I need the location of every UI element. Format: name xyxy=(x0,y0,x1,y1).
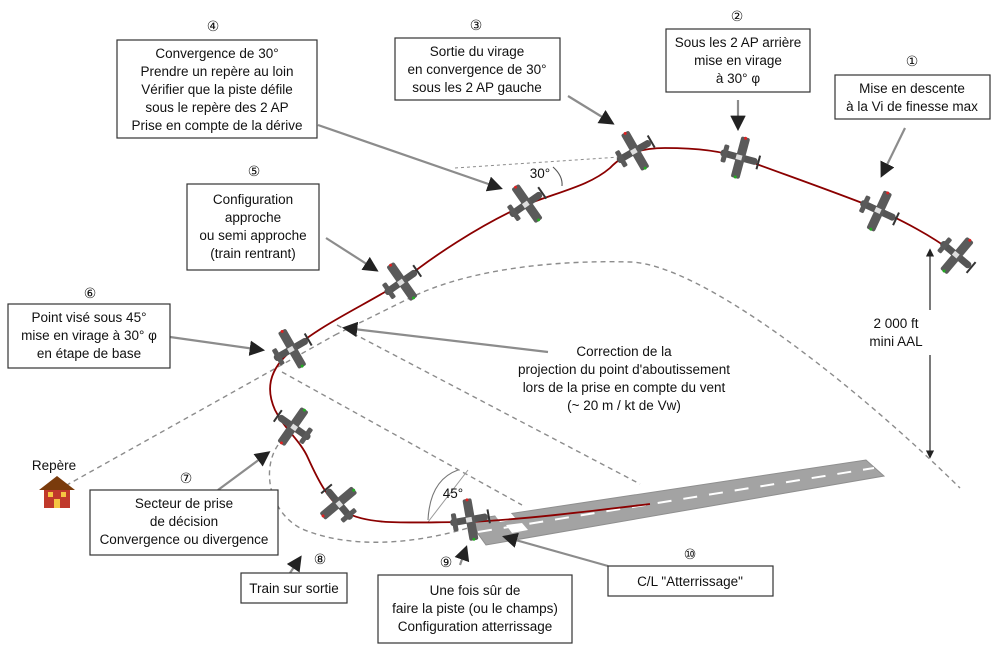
callout-box-3 xyxy=(394,37,561,101)
aircraft-2 xyxy=(851,182,907,239)
callout-4-line-1: Convergence de 30° xyxy=(155,46,278,61)
landmark-label: Repère xyxy=(32,458,76,473)
callout-2-line-1: Sous les 2 AP arrière xyxy=(675,35,802,50)
callout-7-line-3: Convergence ou divergence xyxy=(100,532,269,547)
aircraft-9 xyxy=(309,474,369,533)
callout-5-line-4: (train rentrant) xyxy=(210,246,296,261)
correction-line-1: Correction de la xyxy=(576,344,672,359)
callout-box-1 xyxy=(834,74,991,120)
callout-box-10 xyxy=(607,565,774,597)
callout-box-5 xyxy=(186,183,320,271)
decision-sector-boundary xyxy=(268,444,469,543)
altitude-line-2: mini AAL xyxy=(869,334,923,349)
step-number-3: ③ xyxy=(470,18,483,34)
angle-30-arc xyxy=(552,166,563,187)
callout-2-line-2: mise en virage xyxy=(694,53,782,68)
angle-45-ray xyxy=(427,469,469,523)
step-number-8: ⑧ xyxy=(314,552,327,568)
aircraft-4 xyxy=(606,122,663,180)
callout-3-line-2: en convergence de 30° xyxy=(407,62,546,77)
callout-5-line-2: approche xyxy=(225,210,281,225)
callout-4-line-2: Prendre un repère au loin xyxy=(140,64,293,79)
correction-line-2: projection du point d'aboutissement xyxy=(518,362,730,377)
callout-box-6 xyxy=(7,303,171,369)
callout-5-line-1: Configuration xyxy=(213,192,293,207)
step-number-7: ⑦ xyxy=(180,471,193,487)
reference-line-to-landmark xyxy=(57,334,336,491)
step-number-6: ⑥ xyxy=(84,286,97,302)
callout-10-line-1: C/L "Atterrissage" xyxy=(637,574,743,589)
guide-lines xyxy=(57,156,961,543)
callout-9-line-1: Une fois sûr de xyxy=(430,583,521,598)
downwind-extension-line xyxy=(336,324,641,485)
step-number-10: ⑩ xyxy=(684,547,697,563)
step-number-1: ① xyxy=(906,54,919,70)
callout-box-9 xyxy=(377,574,573,644)
angle-45-arc xyxy=(427,469,459,521)
wind-corrected-pattern xyxy=(334,261,961,489)
callout-1-line-1: Mise en descente xyxy=(859,81,965,96)
callout-3-line-3: sous les 2 AP gauche xyxy=(412,80,542,95)
callout-4-line-4: sous le repère des 2 AP xyxy=(145,100,288,115)
callout-4-line-3: Vérifier que la piste défile xyxy=(141,82,293,97)
step-number-5: ⑤ xyxy=(248,164,261,180)
callout-3-line-1: Sortie du virage xyxy=(430,44,525,59)
callout-5-line-3: ou semi approche xyxy=(199,228,306,243)
threshold-marking-bottom xyxy=(506,523,528,533)
leader-arrows xyxy=(169,95,906,574)
step-number-9: ⑨ xyxy=(440,555,453,571)
callout-6-line-1: Point visé sous 45° xyxy=(32,310,147,325)
callout-4-line-5: Prise en compte de la dérive xyxy=(131,118,302,133)
landmark-house-icon xyxy=(39,476,75,508)
aircraft-5 xyxy=(497,174,556,233)
callout-7-line-1: Secteur de prise xyxy=(135,496,233,511)
aircraft-3 xyxy=(715,131,765,184)
callout-box-4 xyxy=(116,39,318,139)
step-number-2: ② xyxy=(731,9,744,25)
callout-6-line-3: en étape de base xyxy=(37,346,141,361)
callout-6-line-2: mise en virage à 30° φ xyxy=(21,328,157,343)
callout-9-line-2: faire la piste (ou le champs) xyxy=(392,601,558,616)
callout-1-line-2: à la Vi de finesse max xyxy=(846,99,978,114)
aircraft-1 xyxy=(927,225,986,285)
runway xyxy=(467,459,886,546)
angle-30-label: 30° xyxy=(530,166,550,181)
altitude-line-1: 2 000 ft xyxy=(873,316,918,331)
step-number-4: ④ xyxy=(207,19,220,35)
aim-point-45-line xyxy=(281,371,523,506)
altitude-dimension: 2 000 ft mini AAL xyxy=(869,248,935,459)
callout-9-line-3: Configuration atterrissage xyxy=(398,619,553,634)
callout-8-line-1: Train sur sortie xyxy=(249,581,339,596)
callout-2-line-3: à 30° φ xyxy=(716,71,760,86)
angle-45-label: 45° xyxy=(443,486,463,501)
correction-line-4: (~ 20 m / kt de Vw) xyxy=(567,398,681,413)
callout-box-7 xyxy=(89,489,279,556)
callout-7-line-2: de décision xyxy=(150,514,218,529)
callout-box-8 xyxy=(240,572,348,604)
callout-box-2 xyxy=(665,28,811,93)
correction-line-3: lors de la prise en compte du vent xyxy=(523,380,726,395)
